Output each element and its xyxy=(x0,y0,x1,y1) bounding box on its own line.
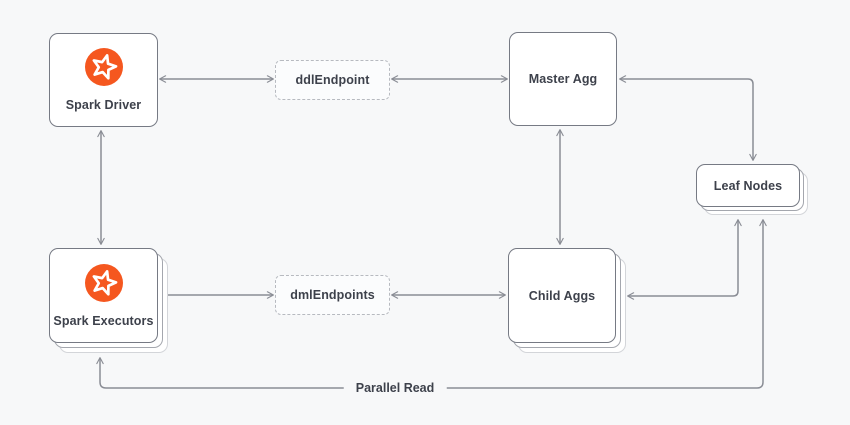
node-label: Spark Driver xyxy=(65,98,142,112)
node-label: ddlEndpoint xyxy=(295,73,370,87)
node-master-agg: Master Agg xyxy=(509,32,617,126)
spark-star-icon xyxy=(84,263,123,302)
edge-master-leaf xyxy=(619,75,757,161)
node-label: Leaf Nodes xyxy=(713,178,783,193)
node-label: dmlEndpoints xyxy=(290,288,375,302)
edge-parallel-read xyxy=(96,219,767,389)
node-spark-driver: Spark Driver xyxy=(49,33,158,127)
node-child-aggs: Child Aggs xyxy=(508,248,626,353)
node-label: Master Agg xyxy=(528,72,598,86)
node-dml-endpoints: dmlEndpoints xyxy=(275,275,390,315)
edge-child-leaf xyxy=(627,219,742,300)
node-label: Spark Executors xyxy=(53,313,154,328)
node-label: Child Aggs xyxy=(528,288,596,303)
node-leaf-nodes: Leaf Nodes xyxy=(696,164,808,215)
parallel-read-label: Parallel Read xyxy=(343,379,447,397)
node-spark-executors: Spark Executors xyxy=(49,248,168,353)
spark-star-icon xyxy=(84,48,123,86)
node-ddl-endpoint: ddlEndpoint xyxy=(275,60,390,100)
